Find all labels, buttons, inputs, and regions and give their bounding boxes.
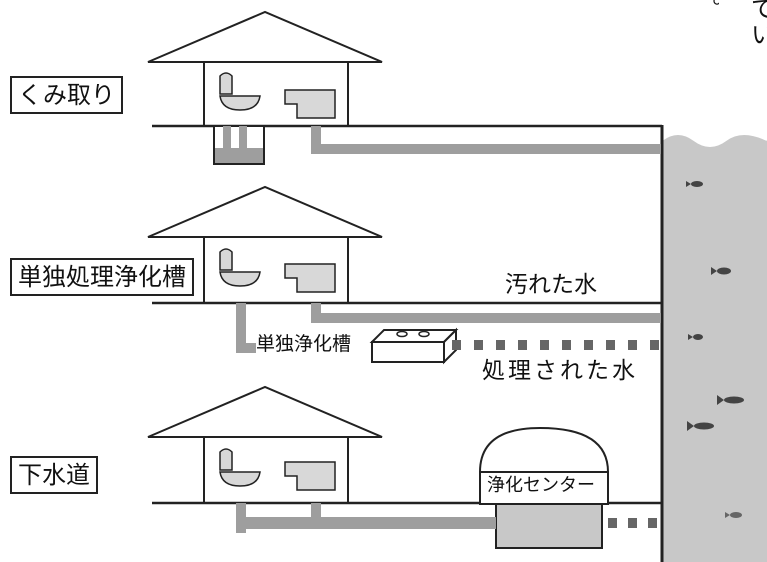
sink-icon	[284, 461, 336, 491]
drain-pipe	[236, 503, 496, 533]
fish-icon	[688, 334, 703, 340]
text-fragment-col2: す。	[694, 0, 719, 22]
toilet-icon	[219, 448, 261, 487]
river	[660, 125, 767, 562]
toilet-icon	[219, 72, 261, 111]
toilet-icon	[219, 248, 261, 287]
label-treatment-center: 浄化センター	[487, 475, 595, 496]
sink-icon	[284, 263, 336, 293]
sink-icon	[284, 89, 336, 119]
label-kumitori: くみ取り	[10, 76, 123, 114]
pit-tank	[213, 125, 265, 165]
text-fragment-col1: っている	[746, 0, 767, 48]
fish-icon	[687, 421, 714, 431]
fish-icon	[717, 395, 744, 405]
house-kumitori	[147, 10, 383, 127]
house-tandoku	[147, 185, 383, 304]
label-dirty-water: 汚れた水	[505, 272, 597, 298]
label-tandoku-tank: 単独浄化槽	[256, 333, 352, 355]
label-gesuido: 下水道	[10, 456, 98, 494]
fish-icon	[686, 181, 703, 187]
fish-icon	[725, 512, 742, 518]
fish-icon	[711, 267, 731, 275]
drain-pipe	[311, 126, 661, 154]
drain-pipe	[236, 303, 661, 353]
treated-outflow	[452, 340, 659, 350]
label-treated-water: 処理された水	[482, 358, 638, 384]
house-gesuido	[147, 385, 383, 504]
label-tandoku: 単独処理浄化槽	[10, 258, 194, 296]
treated-outflow	[608, 518, 657, 528]
tandoku-tank	[369, 327, 459, 365]
treatment-center	[478, 426, 610, 549]
